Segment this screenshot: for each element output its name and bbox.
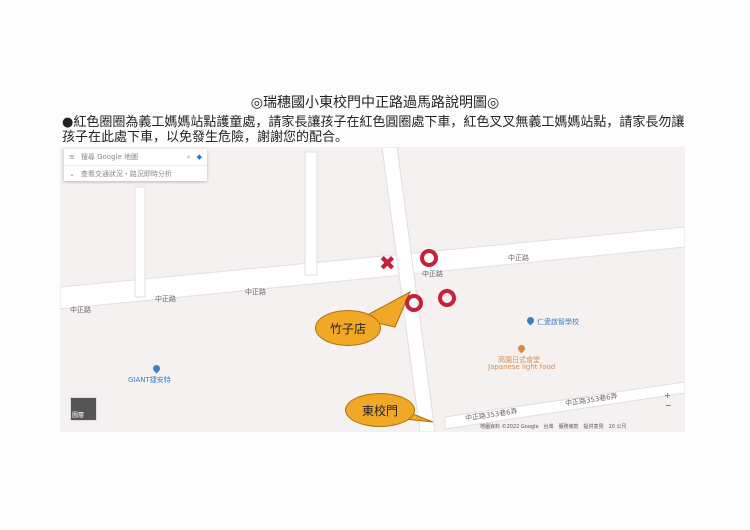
page-title: ◎瑞穗國小東校門中正路過馬路說明圖◎	[250, 95, 500, 111]
volunteer-station-marker	[438, 289, 456, 307]
map-footer: 地圖資料 ©2022 Google 台灣 服務條款 提供意見 10 公尺	[480, 424, 627, 430]
place-label[interactable]: 仁愛啟智學校	[537, 318, 579, 326]
instructions-note: ●紅色圈圈為義工媽媽站點護童處，請家長讓孩子在紅色圓圈處下車，紅色叉叉無義工媽媽…	[62, 115, 685, 145]
road-lane-353	[444, 381, 685, 430]
menu-icon[interactable]: ≡	[69, 153, 75, 161]
no-station-x-icon: ✖	[379, 251, 396, 275]
zoom-out-button[interactable]: −	[665, 401, 672, 410]
callout-east-gate: 東校門	[345, 393, 415, 427]
road-side-left	[134, 186, 146, 298]
directions-icon[interactable]: ◆	[196, 153, 202, 161]
search-icon[interactable]: ⌕	[186, 152, 191, 161]
chevron-down-icon[interactable]: ⌄	[69, 170, 75, 178]
search-input[interactable]: 搜尋 Google 地圖	[80, 153, 139, 161]
road-label: 中正路	[508, 254, 529, 262]
road-label: 中正路	[422, 270, 443, 278]
layers-thumbnail[interactable]: 圖層	[70, 397, 97, 421]
map-search-box[interactable]: ≡ 搜尋 Google 地圖 ⌕ ◆ ⌄ 查看交通狀況・路況即時分析	[64, 149, 207, 181]
road-label: 中正路	[155, 295, 176, 303]
traffic-note: 查看交通狀況・路況即時分析	[80, 170, 172, 178]
place-label[interactable]: 高園日式食堂	[498, 356, 540, 364]
road-side-mid	[304, 151, 318, 276]
callout-bamboo: 竹子店	[315, 310, 381, 346]
road-zhongzheng	[60, 226, 685, 310]
layers-label: 圖層	[72, 412, 85, 419]
road-label: 中正路	[245, 288, 266, 296]
volunteer-station-marker	[420, 249, 438, 267]
zoom-in-button[interactable]: +	[664, 391, 671, 400]
road-vertical	[381, 147, 436, 432]
place-label[interactable]: Japanese light food	[488, 363, 556, 371]
road-network	[60, 147, 685, 432]
place-label[interactable]: GIANT捷安特	[128, 376, 171, 384]
volunteer-station-marker	[405, 294, 423, 312]
road-label: 中正路	[70, 306, 91, 314]
map-image: ≡ 搜尋 Google 地圖 ⌕ ◆ ⌄ 查看交通狀況・路況即時分析 中正路 中正路 中…	[60, 147, 685, 432]
